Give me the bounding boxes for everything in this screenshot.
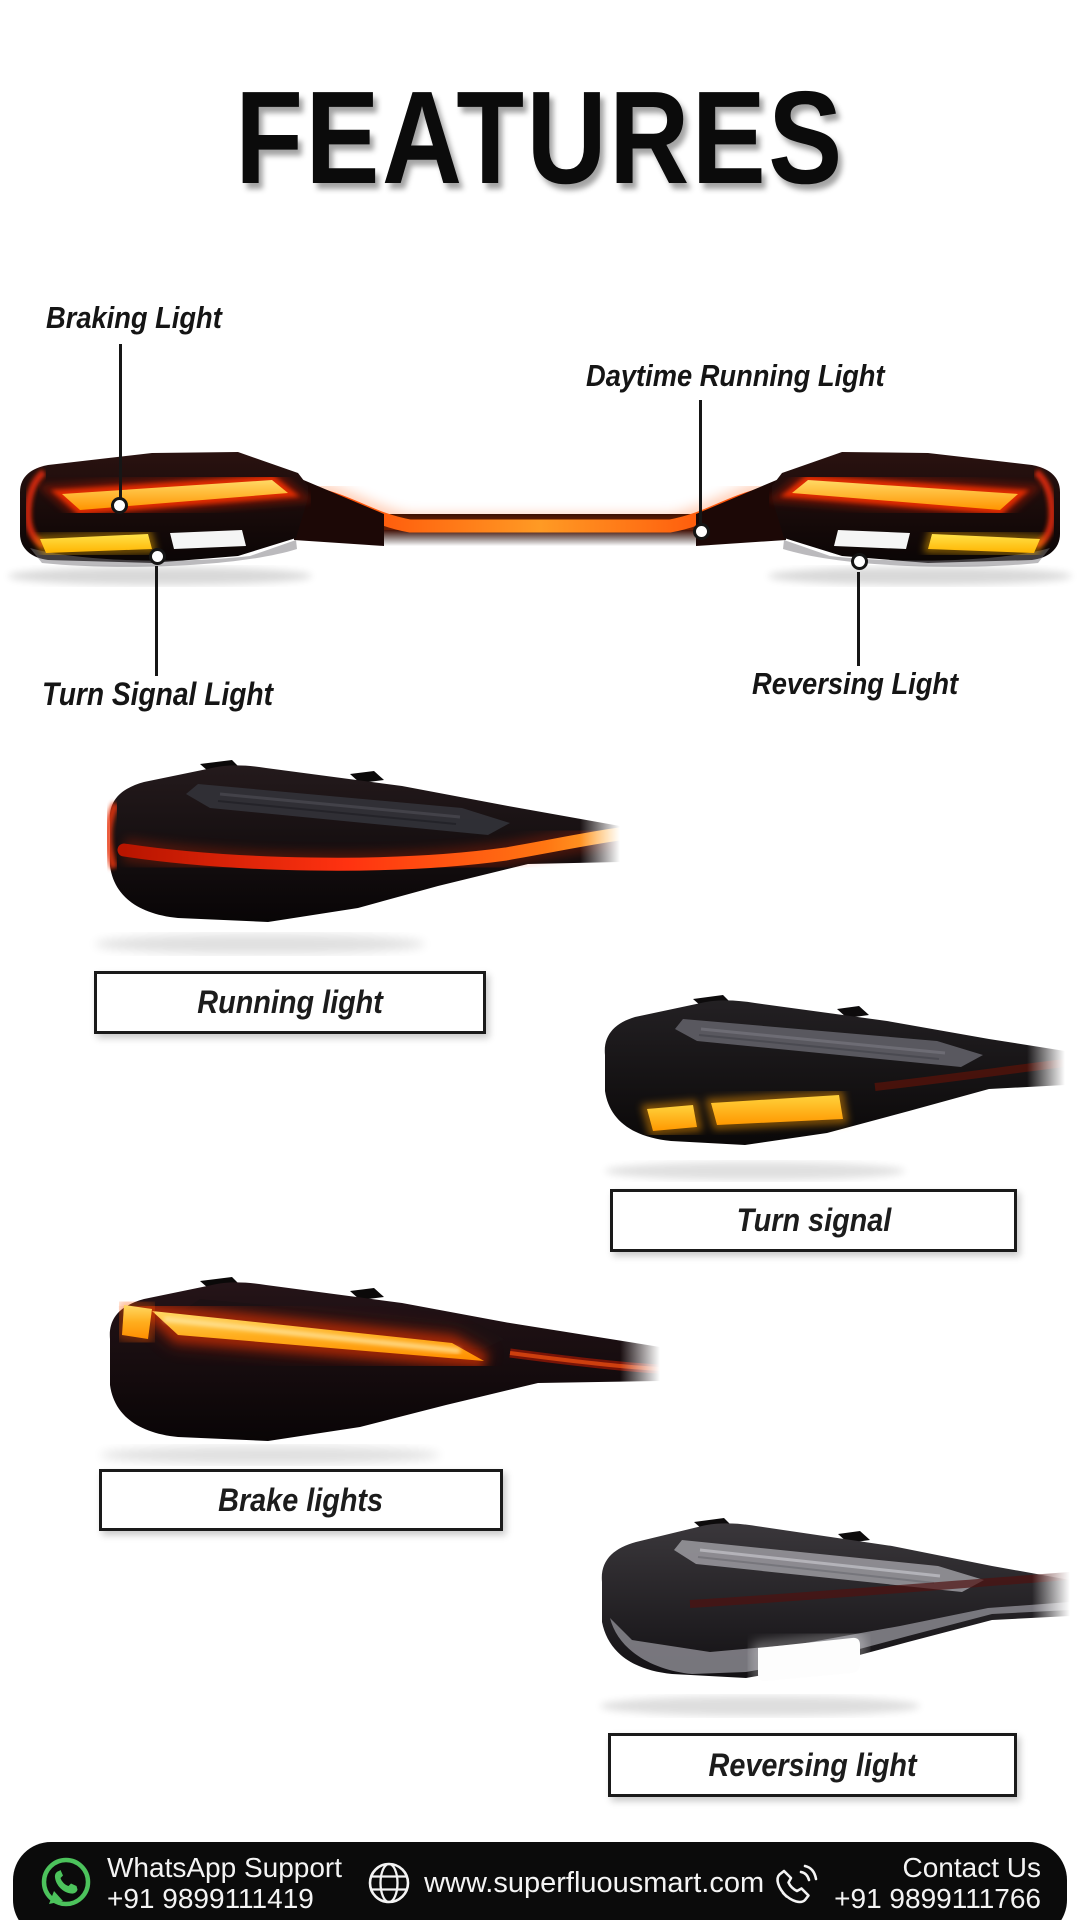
callout-label: Reversing Light (752, 666, 959, 701)
whatsapp-support-number: +91 9899111419 (107, 1883, 314, 1914)
caption-running-light: Running light (94, 971, 486, 1034)
callout-line (857, 572, 860, 666)
contact-us-number: +91 9899111766 (834, 1883, 1041, 1914)
whatsapp-support-title: WhatsApp Support (107, 1851, 343, 1883)
callout-line (119, 344, 122, 504)
callout-line (699, 400, 702, 530)
caption-label: Brake lights (218, 1481, 384, 1518)
running-light-photo (95, 760, 620, 954)
footer-contact-bar: WhatsApp Support +91 9899111419 www.supe… (13, 1842, 1067, 1920)
caption-label: Turn signal (736, 1202, 891, 1238)
whatsapp-support-block[interactable]: WhatsApp Support +91 9899111419 (37, 1852, 342, 1915)
phone-icon (770, 1857, 822, 1909)
callout-line (155, 566, 158, 676)
caption-reversing-light: Reversing light (608, 1733, 1017, 1797)
page-title: FEATURES (235, 64, 845, 211)
globe-icon (366, 1860, 412, 1906)
callout-label: Braking Light (46, 300, 222, 335)
callout-label: Turn Signal Light (42, 676, 273, 712)
contact-us-title: Contact Us (902, 1851, 1042, 1883)
website-block[interactable]: www.superfluousmart.com (366, 1860, 764, 1906)
caption-turn-signal: Turn signal (610, 1189, 1017, 1252)
callout-dot (111, 497, 128, 514)
callout-dot (149, 548, 166, 565)
callout-label: Daytime Running Light (586, 358, 885, 393)
website-url: www.superfluousmart.com (424, 1866, 765, 1899)
contact-us-block[interactable]: Contact Us +91 9899111766 (770, 1852, 1041, 1915)
caption-brake-lights: Brake lights (99, 1469, 503, 1531)
callout-dot (693, 523, 710, 540)
whatsapp-icon (37, 1854, 95, 1912)
brake-lights-photo (100, 1277, 660, 1464)
reversing-light-photo (600, 1518, 1070, 1716)
callout-dot (851, 553, 868, 570)
caption-label: Running light (197, 984, 383, 1020)
turn-signal-photo (604, 995, 1065, 1180)
taillight-bar-graphic (8, 440, 1080, 590)
caption-label: Reversing light (708, 1746, 917, 1783)
